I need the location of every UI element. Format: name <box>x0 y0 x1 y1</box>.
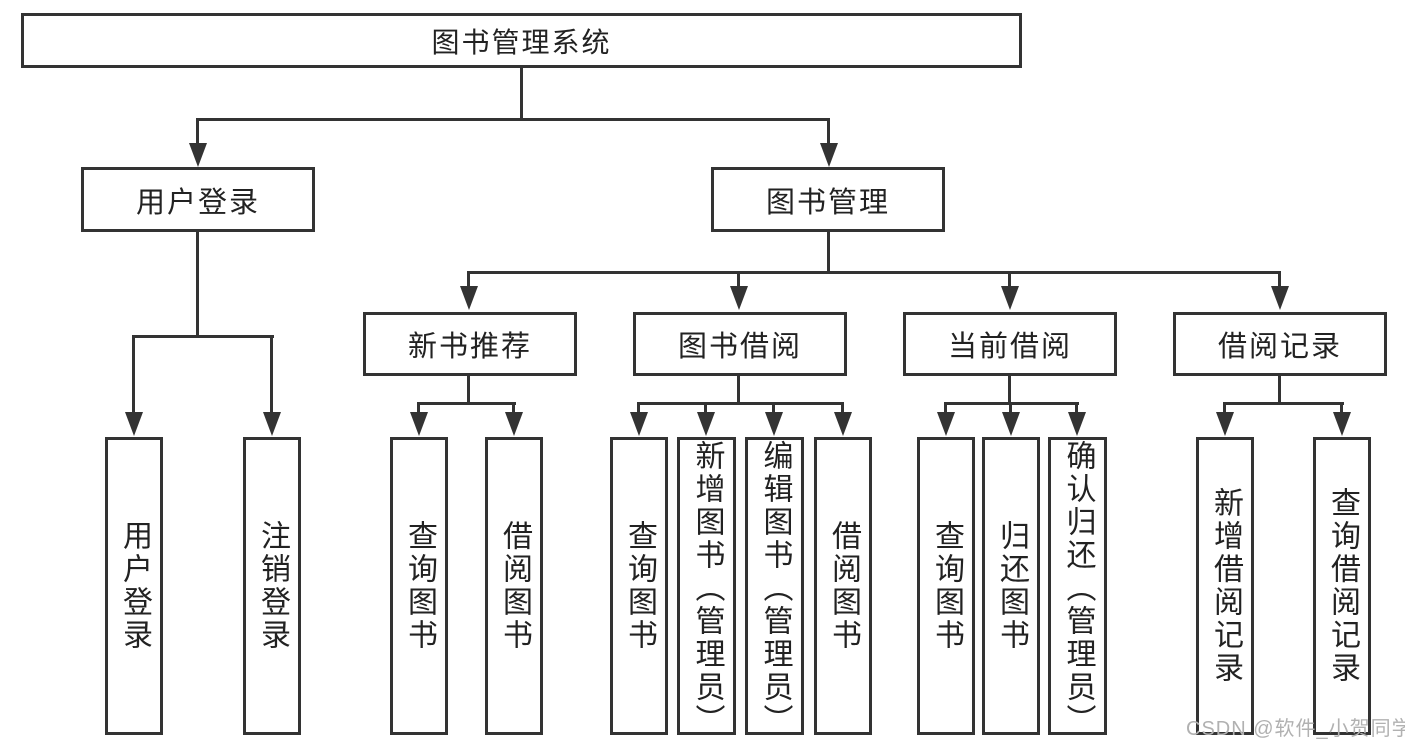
arrowhead-cb-query <box>937 412 955 436</box>
node-bookborrow-borrow-book-label: 借阅图书 <box>827 520 860 652</box>
connector-root-vline <box>520 68 523 121</box>
node-borrowrecord-query-record-label: 查询借阅记录 <box>1326 487 1359 685</box>
node-bookborrow-add-book-label: 新增图书（管理员） <box>690 440 724 737</box>
node-login: 用户登录 <box>105 437 163 735</box>
node-currentborrow-query-book: 查询图书 <box>917 437 975 735</box>
connector-stem-book-borrow <box>737 271 740 289</box>
connector-stem-bb-borrow <box>841 402 844 414</box>
node-borrow-record-label: 借阅记录 <box>1217 331 1342 363</box>
node-borrowrecord-query-record: 查询借阅记录 <box>1313 437 1371 735</box>
node-user-login: 用户登录 <box>81 167 315 232</box>
node-newbook-borrow-book: 借阅图书 <box>485 437 543 735</box>
connector-userlogin-hline <box>132 335 274 338</box>
node-root-label: 图书管理系统 <box>431 26 612 58</box>
connector-userlogin-vline <box>196 232 199 338</box>
node-new-book: 新书推荐 <box>363 312 577 376</box>
arrowhead-bb-add <box>697 412 715 436</box>
node-borrowrecord-add-record-label: 新增借阅记录 <box>1209 487 1242 685</box>
connector-stem-book-mgmt <box>827 118 830 146</box>
connector-bookborrow-hline <box>637 402 844 405</box>
node-currentborrow-return-book-label: 归还图书 <box>995 520 1028 652</box>
arrowhead-bb-edit <box>765 412 783 436</box>
node-currentborrow-confirm-return: 确认归还（管理员） <box>1048 437 1107 737</box>
arrowhead-logout <box>263 412 281 436</box>
connector-stem-br-add <box>1223 402 1226 414</box>
connector-stem-br-query <box>1340 402 1343 414</box>
arrowhead-nb-borrow <box>505 412 523 436</box>
node-borrowrecord-add-record: 新增借阅记录 <box>1196 437 1254 735</box>
connector-root-hline <box>196 118 830 121</box>
node-bookborrow-add-book: 新增图书（管理员） <box>677 437 736 737</box>
arrowhead-cb-return <box>1002 412 1020 436</box>
node-bookborrow-edit-book: 编辑图书（管理员） <box>745 437 804 737</box>
connector-stem-nb-query <box>417 402 420 414</box>
arrowhead-br-add <box>1216 412 1234 436</box>
connector-bookmgmt-vline <box>827 232 830 273</box>
connector-bookborrow-vline <box>737 376 740 404</box>
arrowhead-nb-query <box>410 412 428 436</box>
node-logout: 注销登录 <box>243 437 301 735</box>
node-newbook-query-book: 查询图书 <box>390 437 448 735</box>
connector-stem-cb-return <box>1009 402 1012 414</box>
connector-stem-cb-confirm <box>1075 402 1078 414</box>
node-user-login-label: 用户登录 <box>135 186 260 219</box>
connector-borrowrecord-vline <box>1278 376 1281 404</box>
node-newbook-borrow-book-label: 借阅图书 <box>498 520 531 652</box>
node-book-borrow: 图书借阅 <box>633 312 847 376</box>
arrowhead-br-query <box>1333 412 1351 436</box>
node-newbook-query-book-label: 查询图书 <box>403 520 436 652</box>
connector-stem-user-login <box>196 118 199 146</box>
arrowhead-current-borrow <box>1001 286 1019 310</box>
connector-stem-bb-edit <box>772 402 775 414</box>
node-bookborrow-query-book: 查询图书 <box>610 437 668 735</box>
node-logout-label: 注销登录 <box>256 520 289 652</box>
node-book-mgmt: 图书管理 <box>711 167 945 232</box>
node-borrow-record: 借阅记录 <box>1173 312 1387 376</box>
connector-currentborrow-vline <box>1008 376 1011 404</box>
node-new-book-label: 新书推荐 <box>407 331 532 363</box>
arrowhead-new-book <box>460 286 478 310</box>
connector-bookmgmt-hline <box>467 271 1281 274</box>
arrowhead-book-borrow <box>730 286 748 310</box>
connector-stem-cb-query <box>944 402 947 414</box>
arrowhead-login <box>125 412 143 436</box>
arrowhead-book-mgmt <box>820 143 838 167</box>
arrowhead-bb-borrow <box>834 412 852 436</box>
connector-stem-current-borrow <box>1008 271 1011 289</box>
connector-stem-new-book <box>467 271 470 289</box>
connector-stem-bb-query <box>637 402 640 414</box>
connector-stem-nb-borrow <box>512 402 515 414</box>
arrowhead-user-login <box>189 143 207 167</box>
connector-newbook-vline <box>467 376 470 404</box>
connector-stem-logout <box>270 335 273 414</box>
arrowhead-borrow-record <box>1271 286 1289 310</box>
node-currentborrow-return-book: 归还图书 <box>982 437 1040 735</box>
node-current-borrow-label: 当前借阅 <box>947 331 1072 363</box>
csdn-watermark: CSDN @软件_小贺同学 <box>1186 718 1405 740</box>
node-book-mgmt-label: 图书管理 <box>765 186 890 219</box>
node-bookborrow-edit-book-label: 编辑图书（管理员） <box>758 440 792 737</box>
node-login-label: 用户登录 <box>118 520 151 652</box>
connector-stem-borrow-record <box>1278 271 1281 289</box>
connector-stem-login <box>132 335 135 414</box>
connector-borrowrecord-hline <box>1223 402 1344 405</box>
arrowhead-cb-confirm <box>1068 412 1086 436</box>
connector-stem-bb-add <box>704 402 707 414</box>
node-root: 图书管理系统 <box>21 13 1022 68</box>
node-currentborrow-confirm-return-label: 确认归还（管理员） <box>1061 440 1095 737</box>
node-current-borrow: 当前借阅 <box>903 312 1117 376</box>
node-bookborrow-borrow-book: 借阅图书 <box>814 437 872 735</box>
node-currentborrow-query-book-label: 查询图书 <box>930 520 963 652</box>
arrowhead-bb-query <box>630 412 648 436</box>
connector-newbook-hline <box>417 402 516 405</box>
node-bookborrow-query-book-label: 查询图书 <box>623 520 656 652</box>
node-book-borrow-label: 图书借阅 <box>677 331 802 363</box>
